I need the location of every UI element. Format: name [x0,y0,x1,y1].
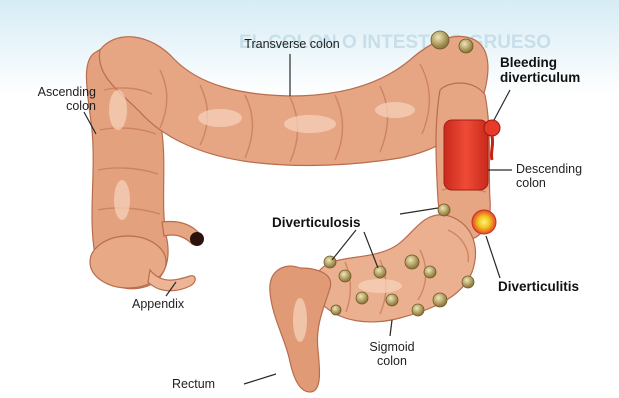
label-diverticulitis: Diverticulitis [498,279,579,294]
blood-drip [491,136,492,160]
label-transverse-colon: Transverse colon [222,37,362,51]
label-descending-colon: Descending colon [516,162,582,190]
label-bleeding-diverticulum: Bleeding diverticulum [500,55,580,85]
ileum-opening [190,232,204,246]
label-diverticulosis: Diverticulosis [272,215,361,230]
leader-rectum [244,374,276,384]
leader-sigmoid [390,320,392,336]
bleeding-segment [444,120,488,190]
leader-diverticulitis [486,236,500,278]
label-ascending-colon: Ascending colon [8,85,96,113]
bleeding-diverticulum-pouch [484,120,500,136]
leader-diverticulosis-b [332,230,356,260]
label-sigmoid-colon: Sigmoid colon [352,340,432,368]
diverticulitis-pouch [472,210,496,234]
label-rectum: Rectum [172,377,215,391]
label-appendix: Appendix [132,297,184,311]
leader-diverticulosis-a [400,208,438,214]
